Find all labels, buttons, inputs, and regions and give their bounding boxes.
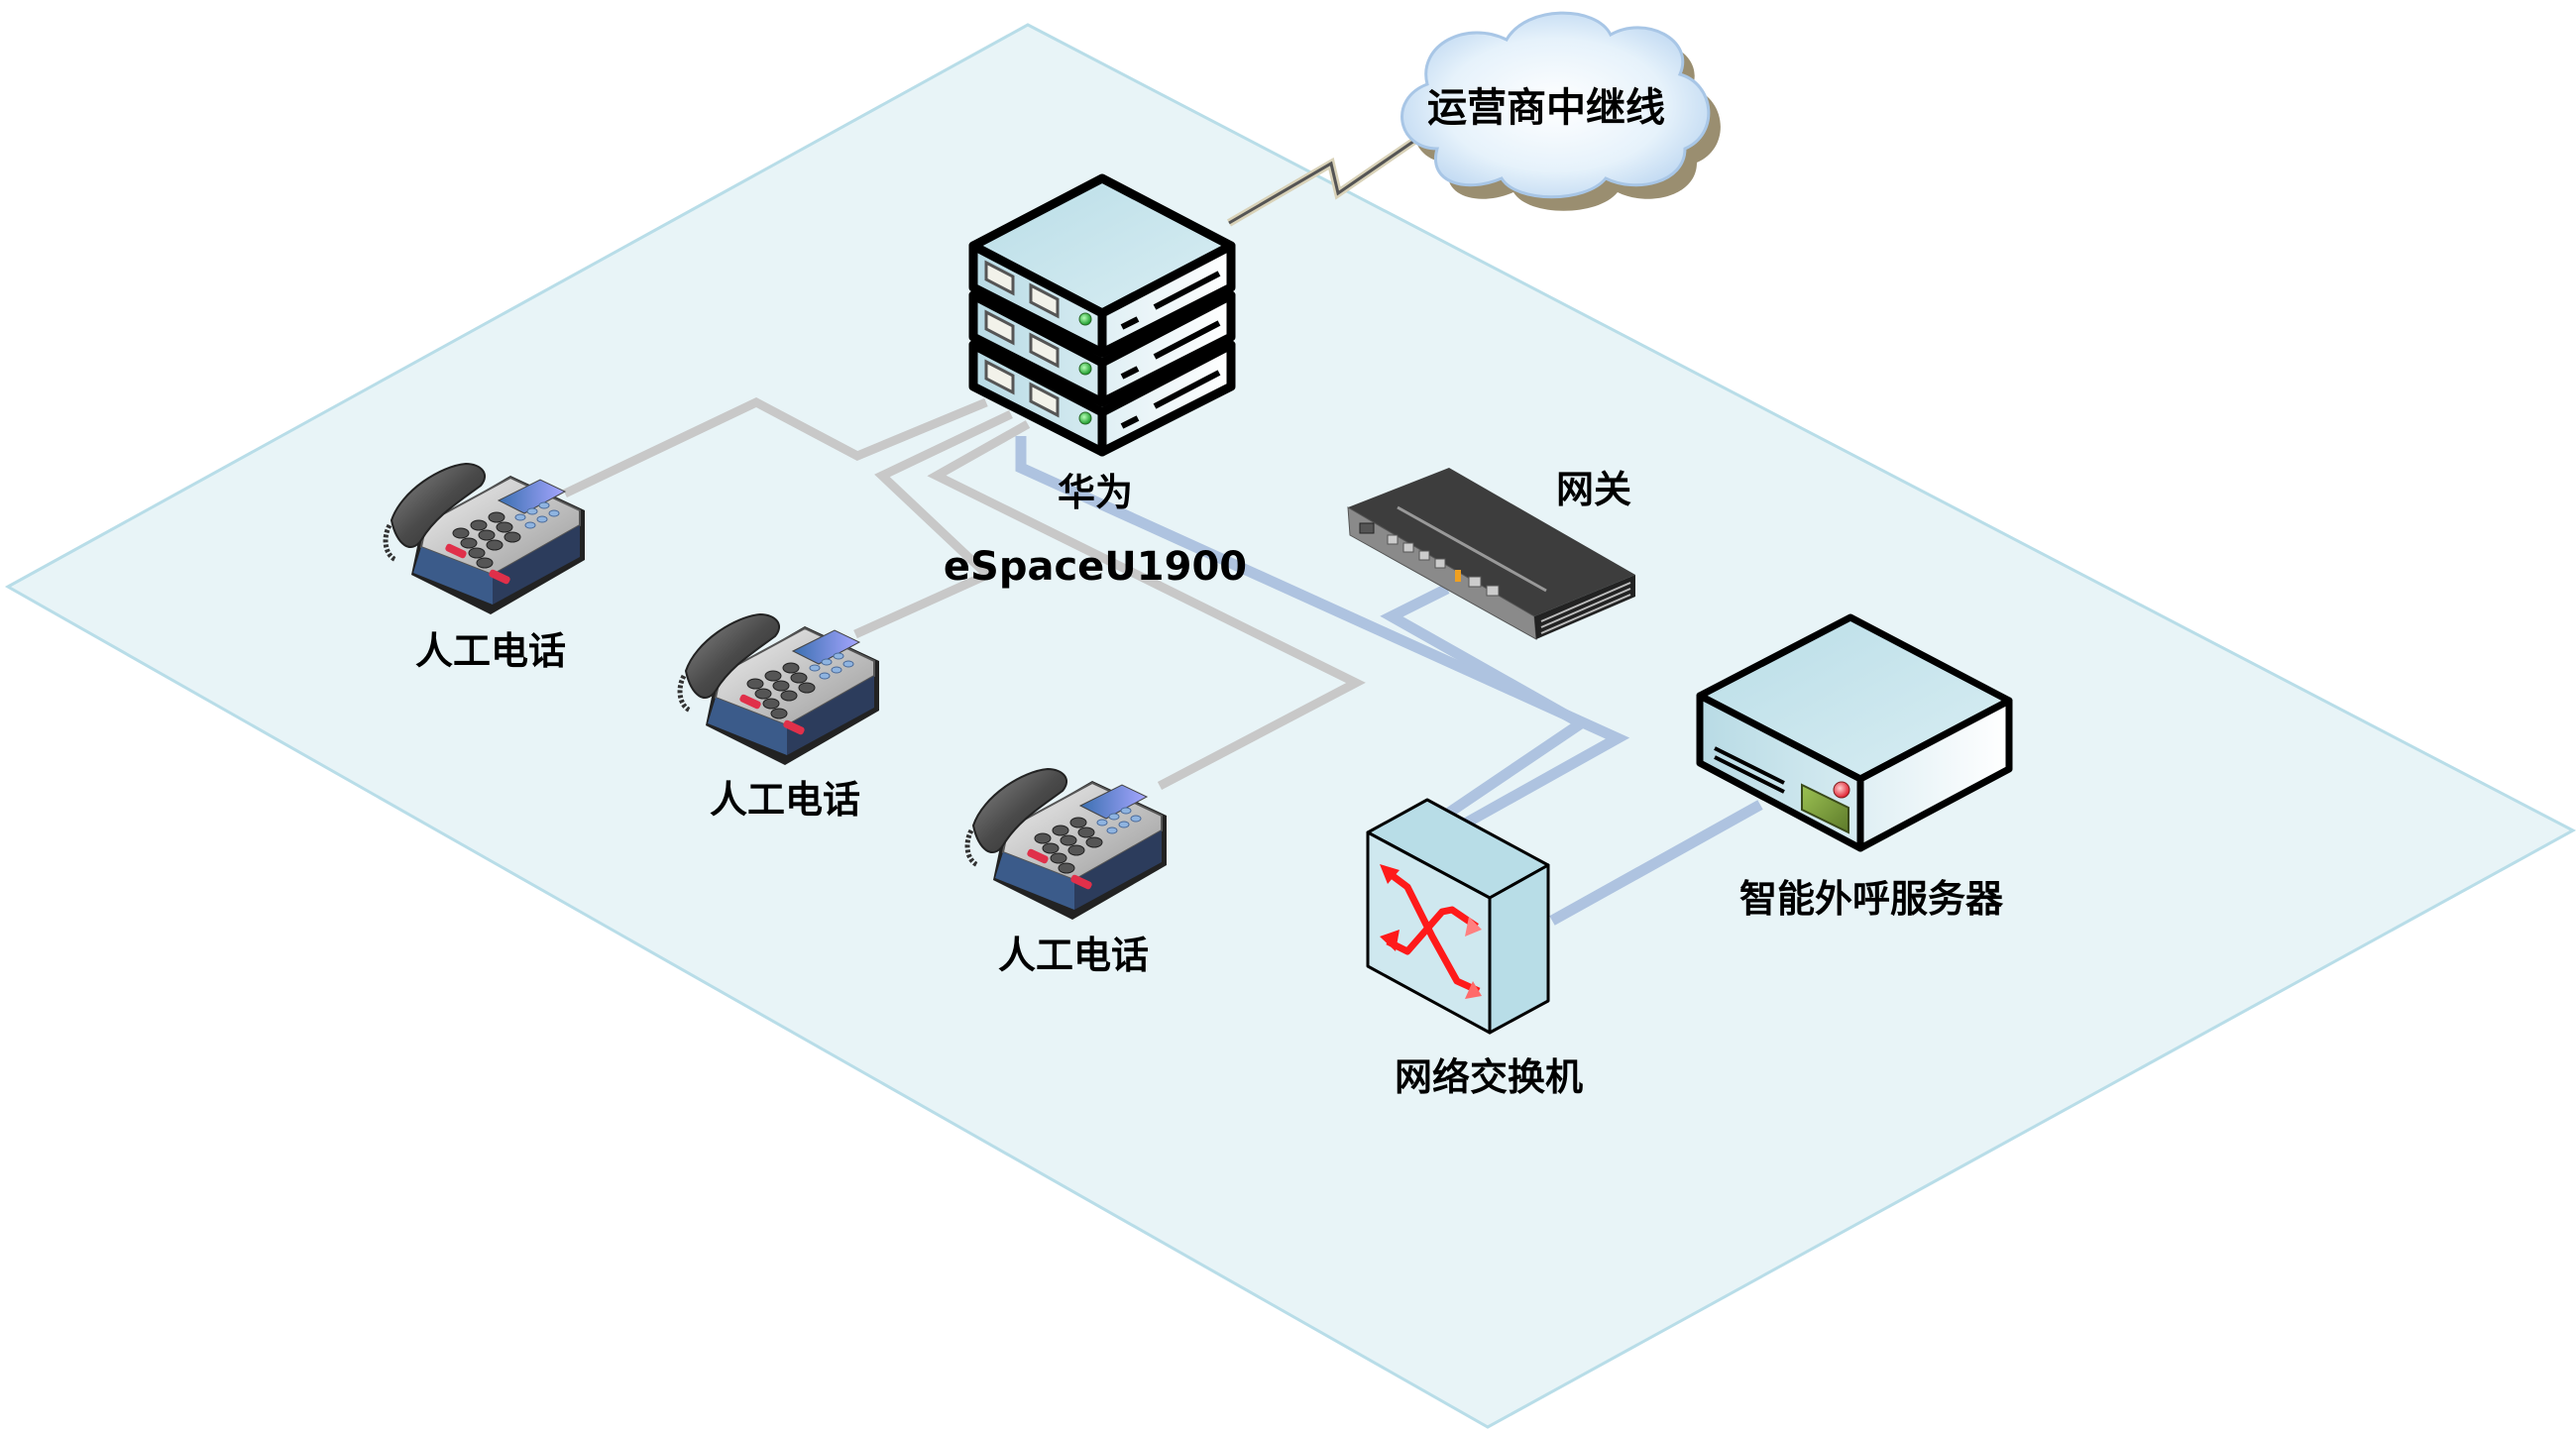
phone-line-2	[853, 409, 1013, 639]
cloud-label: 运营商中继线	[1427, 85, 1665, 131]
phone-label-1: 人工电话	[415, 629, 566, 673]
cloud-icon	[1400, 11, 1721, 211]
data-lines	[1015, 436, 1763, 926]
server-stack-details	[984, 260, 1221, 429]
switch-label: 网络交换机	[1395, 1055, 1583, 1099]
phone-label-3: 人工电话	[998, 934, 1149, 977]
gateway-device-icon	[1347, 468, 1635, 640]
server-front-details	[1714, 746, 1850, 834]
phone-line-3	[927, 420, 1366, 790]
switch-server-line	[1549, 800, 1763, 926]
switch-arrows-icon	[1380, 864, 1482, 999]
pbx-label-line2: eSpaceU1900	[944, 544, 1247, 590]
phone-line-1	[563, 396, 988, 498]
gateway-switch-line	[1380, 584, 1592, 818]
gateway-label: 网关	[1556, 468, 1631, 511]
pbx-label-line1: 华为	[1058, 471, 1133, 514]
network-plane	[4, 23, 2576, 1429]
pbx-switch-line	[1015, 436, 1630, 827]
outbound-server-label: 智能外呼服务器	[1739, 877, 2004, 921]
phone-lines	[563, 396, 1366, 790]
phone-label-2: 人工电话	[710, 778, 860, 822]
lightning-icon	[1226, 135, 1420, 227]
